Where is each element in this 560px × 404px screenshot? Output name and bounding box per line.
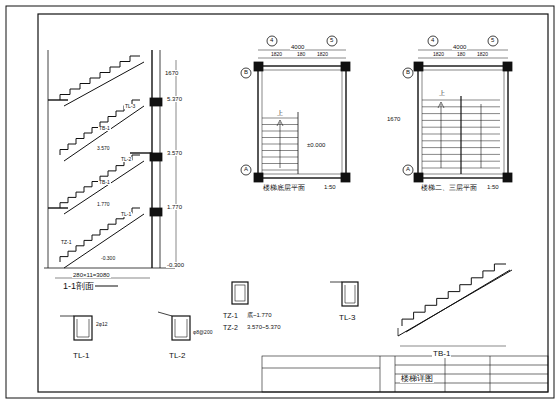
axis-label: A: [243, 166, 249, 172]
title-block: [262, 356, 548, 392]
stroke: [60, 155, 140, 208]
dimension-text: 1.770: [96, 202, 111, 207]
dimension-text: 2φ12: [95, 322, 109, 327]
dimension-text: ±0.000: [306, 142, 326, 148]
stroke: [60, 100, 140, 155]
beam-details: [60, 282, 358, 340]
stroke: [422, 161, 500, 162]
dimension-text: 1670: [164, 70, 179, 76]
detail-label: TB-1: [432, 350, 451, 358]
stroke: [422, 120, 500, 121]
dimension-text: 180: [456, 52, 466, 57]
upper-plan: [403, 36, 512, 182]
stroke: [422, 106, 500, 107]
section-view: [44, 50, 176, 286]
dimension-text: TB-1: [98, 180, 111, 185]
dimension-text: φ8@200: [192, 330, 213, 335]
dimension-text: TZ-1: [60, 240, 73, 245]
level-range: 3.570~5.370: [246, 324, 282, 330]
dimension-text: 4000: [452, 44, 467, 50]
axis-label: B: [243, 69, 249, 75]
axis-label: A: [405, 166, 411, 172]
stroke: [422, 127, 500, 128]
stroke: [60, 56, 140, 100]
dimension-text: 1820: [270, 52, 283, 57]
dimension-text: 1670: [386, 116, 401, 122]
dimension-text: TL-1: [120, 212, 132, 217]
dimension-text: 上: [438, 90, 446, 96]
dimension-text: TL-2: [120, 157, 132, 162]
sheet-border: [6, 6, 554, 398]
stroke: [60, 208, 140, 262]
stroke: [262, 170, 298, 171]
level-range: 底~1.770: [246, 312, 273, 318]
dimension-text: 楼梯详图: [400, 375, 434, 383]
stroke: [422, 140, 500, 141]
stroke: [402, 264, 506, 326]
view-title: 楼梯二、三层平面: [420, 184, 478, 191]
dimension-text: -0.300: [166, 262, 185, 268]
scale: 1:50: [323, 184, 337, 190]
detail-label: TZ-2: [222, 324, 239, 331]
detail-label: TZ-1: [222, 312, 239, 319]
detail-label: TL-3: [338, 314, 356, 322]
dimension-text: 1.770: [166, 204, 183, 210]
dimension-text: 1820: [476, 52, 489, 57]
ground-plan: [241, 36, 350, 182]
stroke: [422, 134, 500, 135]
stroke: [64, 214, 144, 268]
stroke: [64, 62, 144, 106]
view-title: 楼梯底层平面: [262, 184, 306, 191]
dimension-text: 1820: [316, 52, 329, 57]
axis-label: 4: [269, 37, 274, 43]
stroke: [277, 120, 283, 168]
stair-slab-detail: [398, 264, 512, 346]
dimension-text: TB-1: [98, 126, 111, 131]
stroke: [438, 102, 481, 168]
axis-label: 4: [430, 37, 435, 43]
stroke: [422, 113, 500, 114]
dimension-text: 3.570: [166, 150, 183, 156]
axis-label: B: [405, 69, 411, 75]
stroke: [422, 100, 500, 101]
dimension-text: -0.300: [100, 256, 116, 261]
stroke: [64, 161, 144, 214]
scale: 1:50: [486, 184, 500, 190]
dimension-text: 5.370: [166, 96, 183, 102]
axis-label: 5: [329, 37, 334, 43]
stroke: [262, 118, 298, 119]
stroke: [422, 147, 500, 148]
view-title: 1-1剖面: [62, 282, 95, 291]
dimension-text: 1820: [432, 52, 445, 57]
drawing-frame: [38, 14, 548, 392]
dimension-text: 4000: [290, 44, 305, 50]
axis-label: 5: [490, 37, 495, 43]
dimension-text: 280×11=3080: [72, 272, 111, 278]
stroke: [422, 154, 500, 155]
stroke: [64, 106, 144, 161]
dimension-text: TL-3: [124, 104, 136, 109]
dimension-text: 180: [296, 52, 306, 57]
dimension-text: 3.570: [96, 146, 111, 151]
detail-label: TL-1: [72, 352, 90, 360]
stroke: [422, 168, 500, 169]
dimension-text: 上: [276, 110, 284, 116]
detail-label: TL-2: [168, 352, 186, 360]
